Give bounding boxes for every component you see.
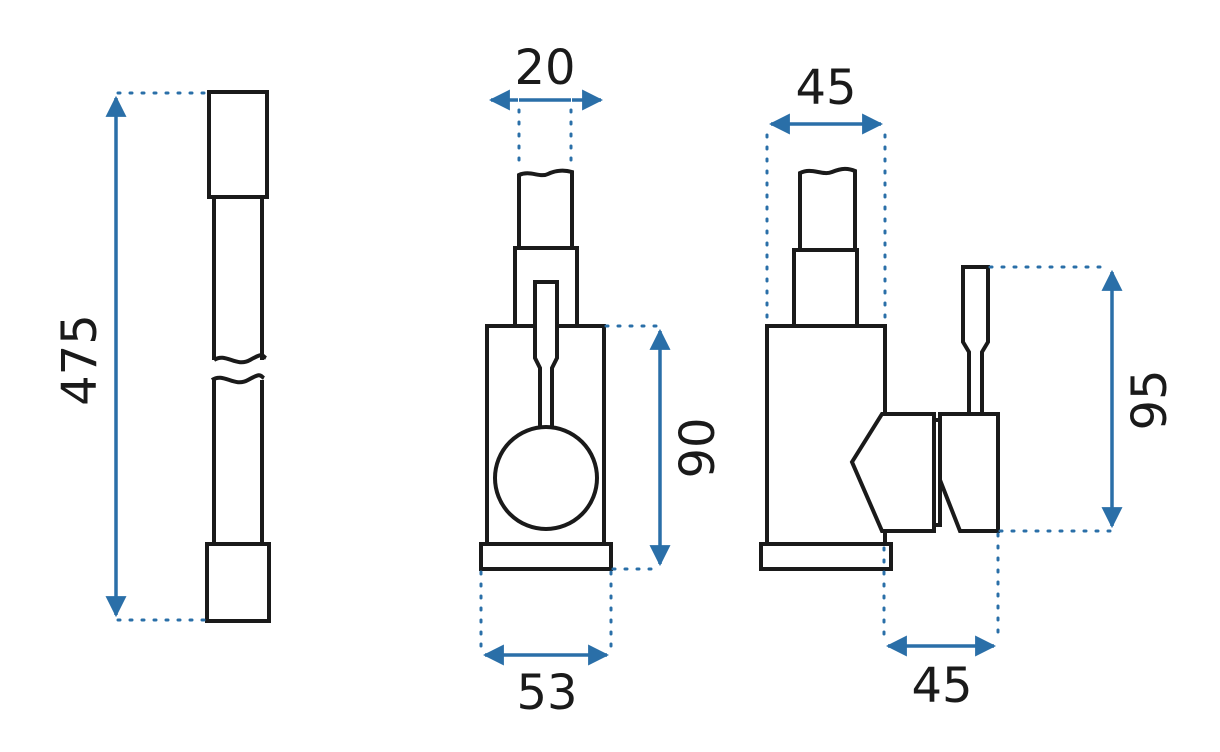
dim-hose-length-label: 475 [52,314,108,406]
front-spout [517,168,574,250]
front-lever [533,280,559,434]
hose-upper-segment [212,197,264,360]
dim-lever-height-label: 95 [1122,369,1178,430]
side-lever-arm [961,265,990,416]
side-view-drawing [759,166,1000,571]
hose-drawing [205,90,271,623]
dim-handle-projection-label: 45 [911,658,972,714]
dim-front-height-label: 90 [670,417,726,478]
hose-top-fitting [207,90,269,199]
side-handle-block [938,412,1000,533]
dim-side-width-label: 45 [795,60,856,116]
dim-base-width-label: 53 [516,665,577,721]
hose-lower-segment [212,380,264,544]
side-guides [765,133,1112,642]
side-spout-collar [792,248,859,330]
hose-break-upper [212,353,268,365]
front-base [479,542,613,571]
front-knob [493,425,599,531]
hose-break-lower [210,373,266,385]
hose-bottom-fitting [205,542,271,623]
hose-guides [116,91,209,622]
front-guides [479,108,662,652]
side-spout [798,166,857,252]
side-base [759,542,893,571]
dim-spout-diameter-label: 20 [514,40,575,96]
front-view-drawing [479,168,613,571]
side-handle-hub [849,412,936,533]
